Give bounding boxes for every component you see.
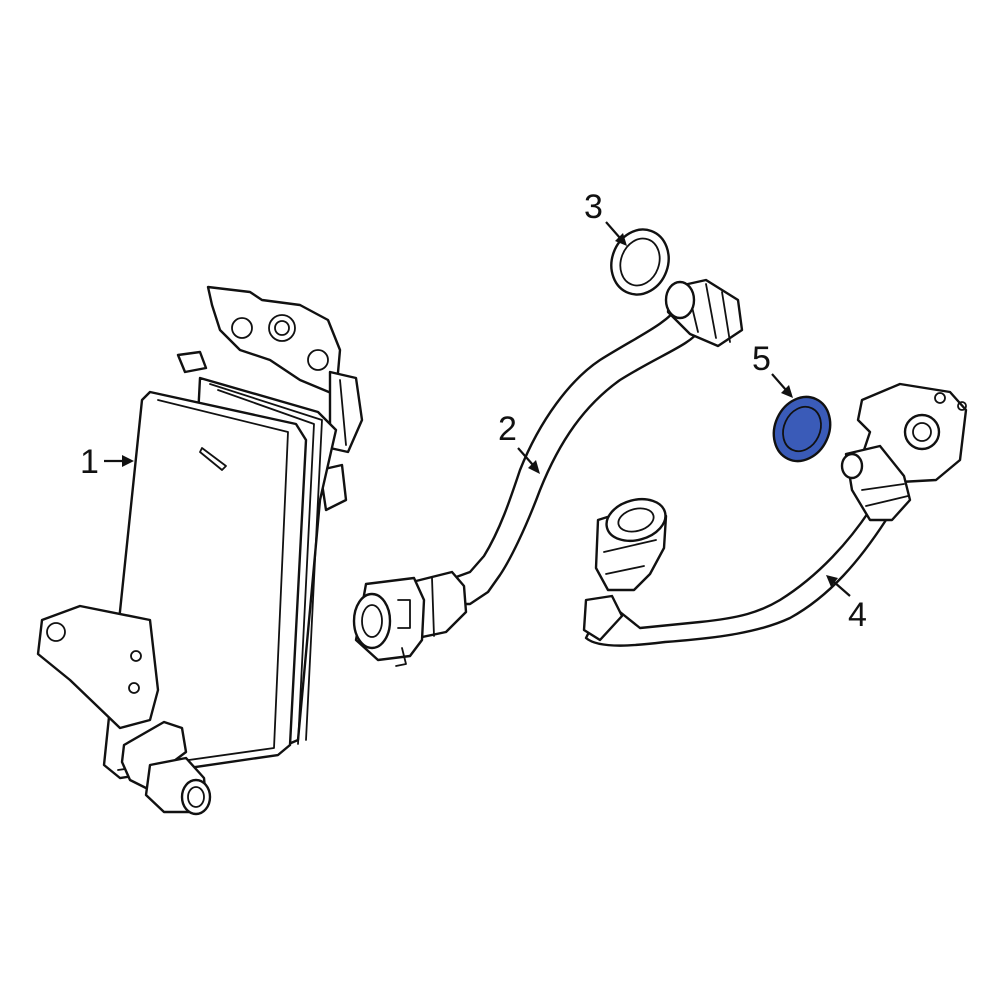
- oil-cooler-hose-part-2[interactable]: [352, 278, 744, 667]
- oil-cooler-hose-part-4[interactable]: [582, 382, 968, 647]
- callout-4: 4: [848, 596, 867, 634]
- callout-5: 5: [752, 340, 771, 378]
- leader-arrow-4: [826, 575, 851, 597]
- leader-arrow-5: [771, 373, 793, 398]
- seal-part-5[interactable]: [764, 388, 841, 471]
- leader-arrow-2: [517, 447, 540, 474]
- leader-arrow-1: [104, 455, 134, 467]
- callout-2: 2: [498, 410, 517, 448]
- o-ring-part-3[interactable]: [602, 221, 677, 302]
- callout-3: 3: [584, 188, 603, 226]
- leader-arrow-3: [605, 221, 627, 246]
- oil-cooler-part-1[interactable]: [36, 285, 364, 816]
- callout-1: 1: [80, 443, 99, 481]
